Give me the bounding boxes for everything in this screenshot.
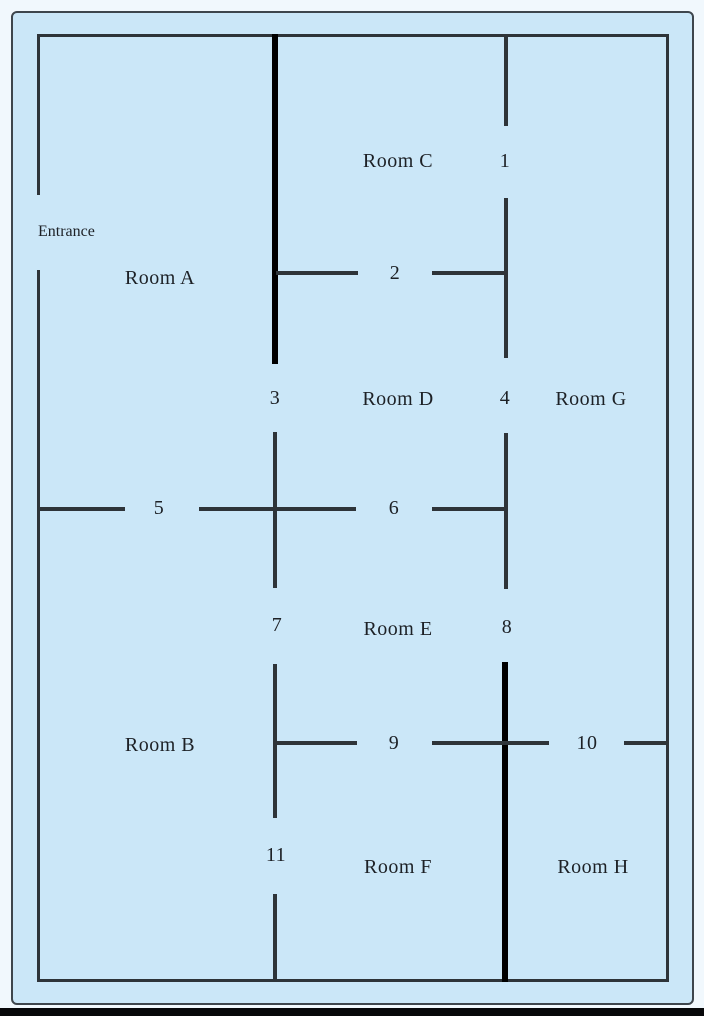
room-label-room-g: Room G bbox=[555, 388, 627, 410]
room-label-room-e: Room E bbox=[363, 618, 433, 640]
wall-h3-mid bbox=[432, 741, 549, 745]
wall-h1-left bbox=[276, 271, 358, 275]
door-number-6: 6 bbox=[388, 497, 400, 519]
wall-h2-right bbox=[432, 507, 506, 511]
wall-v2-upper-mid bbox=[504, 198, 508, 358]
wall-h2-mid bbox=[199, 507, 356, 511]
wall-h3-right bbox=[624, 741, 668, 745]
door-number-10: 10 bbox=[576, 732, 598, 754]
bottom-edge-bar bbox=[0, 1008, 704, 1016]
door-number-2: 2 bbox=[389, 262, 401, 284]
boundary-left-wall-lower bbox=[37, 270, 40, 982]
room-label-room-h: Room H bbox=[557, 856, 629, 878]
wall-h1-right bbox=[432, 271, 506, 275]
door-number-3: 3 bbox=[269, 387, 281, 409]
wall-h2-left bbox=[37, 507, 125, 511]
boundary-left-wall-upper bbox=[37, 34, 40, 195]
wall-v1-top bbox=[272, 34, 278, 364]
wall-v2-top bbox=[504, 34, 508, 126]
door-number-4: 4 bbox=[499, 387, 511, 409]
door-number-5: 5 bbox=[153, 497, 165, 519]
door-number-1: 1 bbox=[499, 150, 511, 172]
room-label-room-f: Room F bbox=[363, 856, 433, 878]
boundary-bottom-wall bbox=[37, 979, 669, 982]
boundary-top-wall bbox=[37, 34, 669, 37]
room-label-room-a: Room A bbox=[124, 267, 196, 289]
wall-v1-bottom bbox=[273, 894, 277, 982]
door-number-7: 7 bbox=[271, 614, 283, 636]
boundary-right-wall bbox=[666, 34, 669, 982]
room-label-room-b: Room B bbox=[124, 734, 196, 756]
door-number-8: 8 bbox=[501, 616, 513, 638]
wall-h3-left bbox=[276, 741, 357, 745]
wall-v2-lower-mid bbox=[504, 433, 508, 589]
room-label-room-d: Room D bbox=[362, 388, 434, 410]
wall-v2-bottom bbox=[502, 662, 508, 982]
door-number-11: 11 bbox=[265, 844, 287, 866]
room-label-room-c: Room C bbox=[362, 150, 434, 172]
door-number-9: 9 bbox=[388, 732, 400, 754]
entrance-label: Entrance bbox=[38, 223, 95, 240]
wall-v1-lower bbox=[273, 664, 277, 818]
